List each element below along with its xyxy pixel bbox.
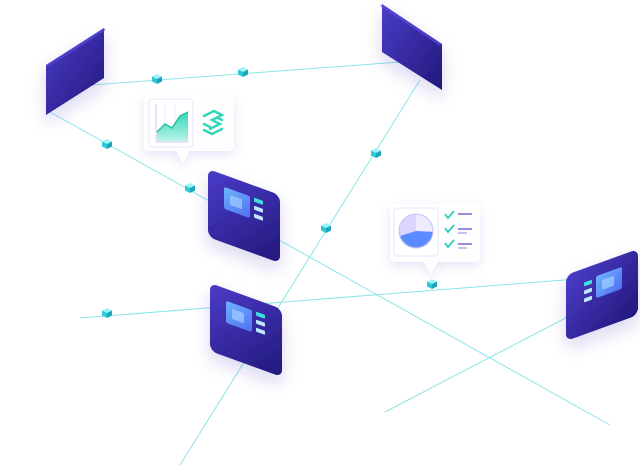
cube-node-icon [238,67,248,77]
pie-chart-icon [398,213,434,249]
connection-line [79,277,591,319]
connection-lines [49,61,611,466]
area-chart-icon [155,104,189,143]
cube-node-icon [102,308,112,318]
connection-line [49,111,611,426]
cube-node-icon [152,74,162,84]
connection-line [179,79,421,466]
cube-node-icon [102,139,112,149]
stack-layers-icon [202,109,225,136]
cube-node-icon [427,279,437,289]
cube-nodes [102,67,437,318]
checklist-icon [444,210,472,249]
display-device-icon [208,170,280,262]
display-device-icon [566,250,638,340]
display-device-icon [210,284,282,376]
blank-panel-icon [46,28,106,115]
cube-node-icon [185,183,195,193]
connection-line [384,299,601,413]
blank-panel-icon [380,4,442,90]
cube-node-icon [321,223,331,233]
cube-node-icon [371,148,381,158]
